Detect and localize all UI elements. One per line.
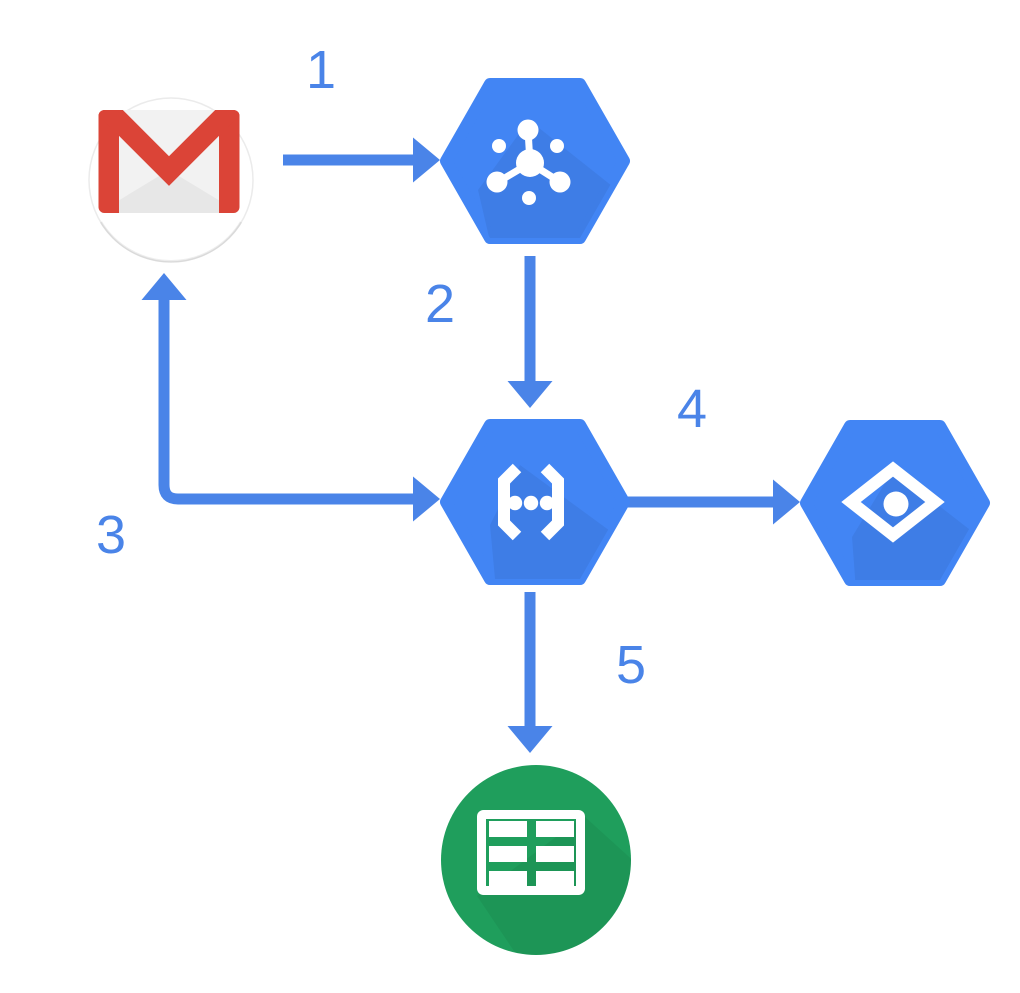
- arrow-step-3: [141, 273, 440, 522]
- step-label-4: 4: [677, 379, 707, 439]
- vision-node: [800, 420, 990, 586]
- arrowhead-up-icon: [141, 273, 187, 300]
- step-label-5: 5: [616, 635, 646, 695]
- arrow-step-1: [283, 137, 440, 183]
- pubsub-node: [440, 78, 630, 244]
- arrowhead-down-icon: [507, 381, 553, 408]
- sheets-node: [441, 765, 631, 955]
- arrowhead-right-icon: [773, 479, 800, 525]
- arrow-step-2: [507, 256, 553, 408]
- arrowhead-down-icon: [507, 726, 553, 753]
- arrowhead-right-icon: [413, 137, 440, 183]
- step-label-2: 2: [425, 274, 455, 334]
- arrow-step-5: [507, 592, 553, 753]
- gmail-icon: [98, 110, 240, 213]
- step-label-3: 3: [96, 505, 126, 565]
- cloud-vision-icon: [841, 461, 945, 543]
- gmail-node: [88, 97, 254, 263]
- step-label-1: 1: [306, 40, 336, 100]
- arrowhead-right-icon: [413, 476, 440, 522]
- cloud-pubsub-icon: [486, 119, 571, 205]
- functions-node: [440, 419, 630, 585]
- google-sheets-icon: [477, 810, 585, 895]
- cloud-functions-icon: [498, 463, 564, 541]
- arrow-step-4: [626, 479, 800, 525]
